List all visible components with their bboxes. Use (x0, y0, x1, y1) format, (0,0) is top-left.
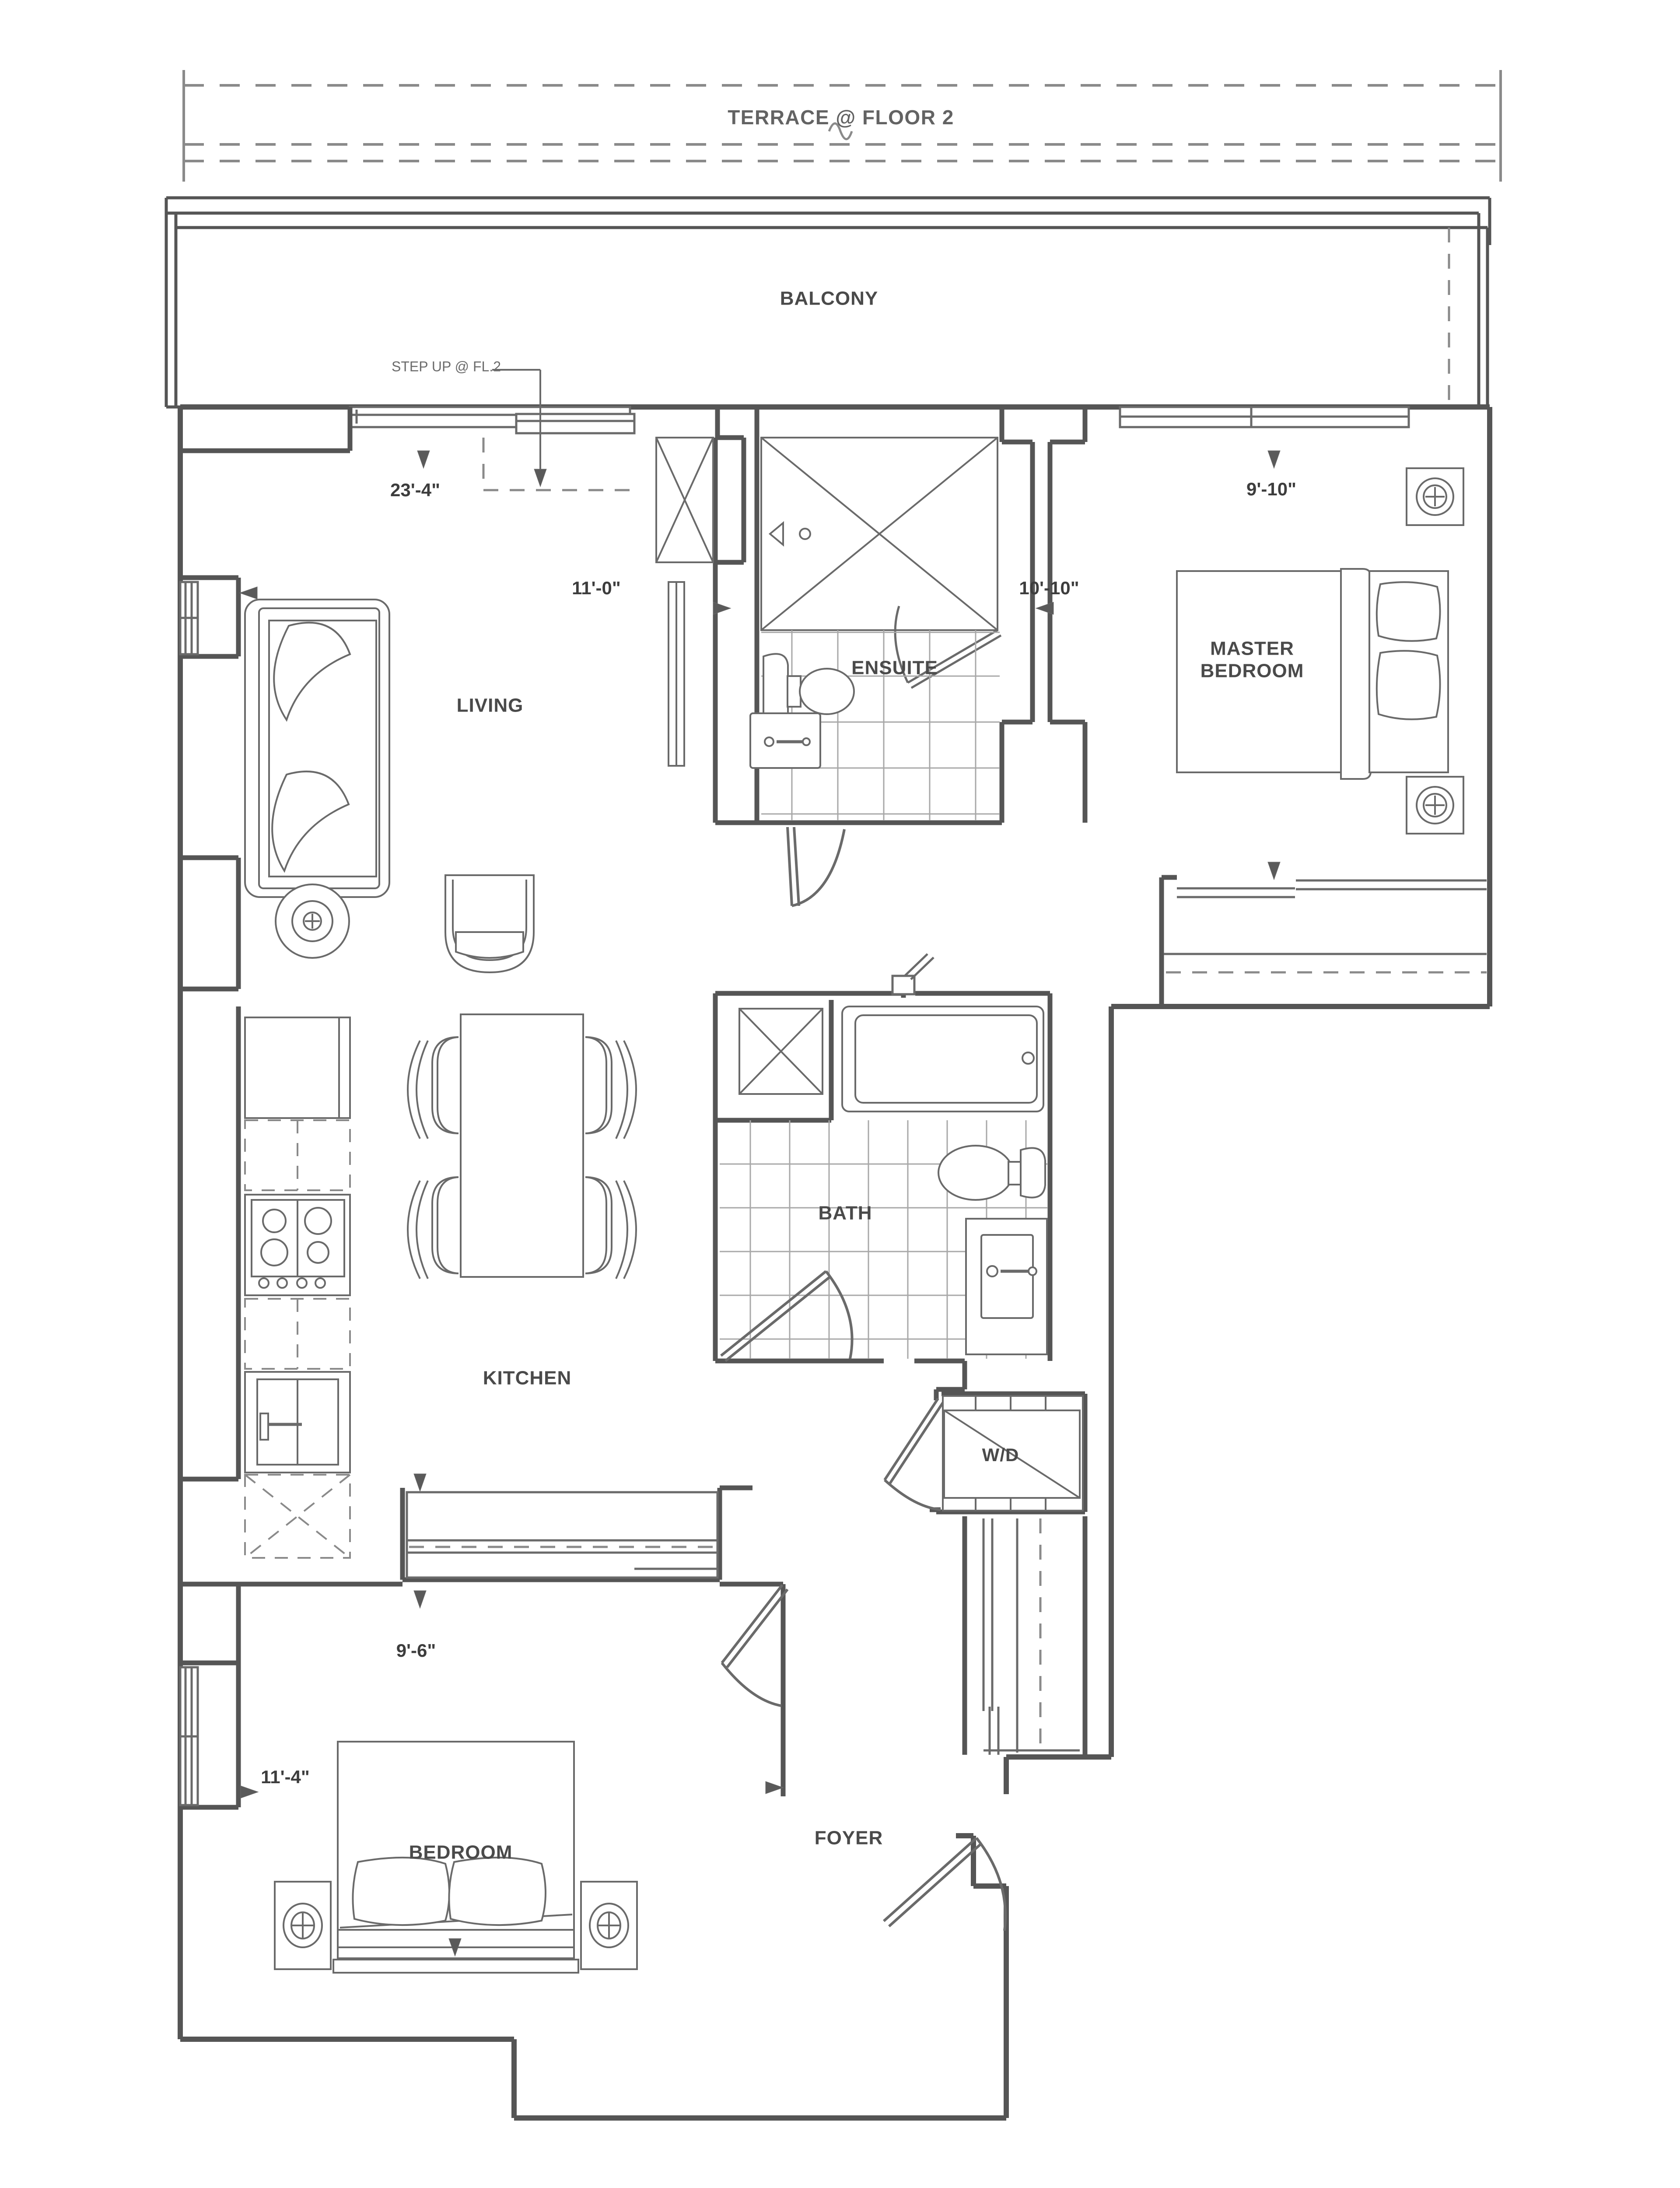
window-living (179, 581, 199, 656)
living-interior-walls (180, 407, 353, 1810)
room-label-bath: BATH (818, 1202, 872, 1224)
bedroom-bed-icon (332, 1741, 579, 1974)
room-label-ensuite: ENSUITE (851, 657, 938, 679)
ensuite-mirror-icon (668, 581, 685, 767)
dimension-living-width: 23'-4" (390, 480, 440, 500)
step-up-leader (492, 369, 541, 475)
room-label-wd: W/D (982, 1444, 1019, 1465)
dimension-bedroom-width: 9'-6" (396, 1640, 436, 1661)
dining-table-icon (460, 1013, 584, 1278)
suite-outer-wall (178, 404, 1492, 2121)
break-symbol (828, 122, 853, 140)
dining-chair-top-right (585, 1036, 637, 1139)
master-sliding-door (1119, 406, 1410, 428)
ensuite-closet-icon (655, 437, 714, 563)
ensuite-door-swing (786, 827, 846, 907)
bath-walls (713, 991, 1053, 1389)
ensuite-shower-door (894, 606, 1002, 689)
kitchen-dishwasher-icon (244, 1474, 351, 1559)
master-bedroom-line1: MASTER (1210, 638, 1294, 659)
ensuite-vanity-icon (749, 712, 821, 769)
living-armchair-icon (444, 874, 535, 974)
master-bed-icon (1176, 568, 1449, 780)
master-nightstand-lamp-bottom (1406, 776, 1464, 835)
master-closet-doors (1164, 879, 1487, 955)
master-closet (1159, 875, 1177, 1006)
step-up-note: STEP UP @ FL.2 (391, 358, 501, 375)
room-label-bedroom: BEDROOM (409, 1841, 513, 1863)
master-bedroom-walls (1047, 407, 1088, 823)
ensuite-shower-icon (760, 437, 998, 631)
foyer-corridor-wall (1004, 1011, 1114, 1794)
dimension-bedroom-depth: 11'-4" (261, 1767, 310, 1787)
master-nightstand-lamp-top (1406, 467, 1464, 526)
living-sofa-icon (244, 599, 390, 898)
terrace-outline-ticks (182, 70, 1502, 182)
bathtub-icon (841, 1006, 1044, 1112)
terrace-outline (184, 84, 1501, 162)
bedroom-nightstand-lamp-right (580, 1881, 638, 1970)
window-bedroom (179, 1666, 199, 1806)
dimension-living-depth: 11'-0" (572, 578, 621, 598)
bath-toilet-icon (938, 1145, 1046, 1201)
foyer-closet-doors (982, 1518, 1080, 1755)
wd-walls (930, 1387, 1088, 1515)
bath-closet-icon (738, 1008, 823, 1095)
room-label-master-bedroom: MASTER BEDROOM (1200, 638, 1304, 682)
dimension-master-width: 9'-10" (1246, 479, 1296, 499)
washer-dryer-icon (942, 1395, 1084, 1511)
terrace-note: TERRACE @ FLOOR 2 (728, 106, 954, 129)
bedroom-nightstand-lamp-left (274, 1881, 332, 1970)
dining-chair-top-left (406, 1036, 459, 1139)
bath-door-swing (720, 1270, 854, 1362)
kitchen-upper-cabinet (244, 1119, 351, 1191)
living-round-table-icon (275, 884, 350, 959)
kitchen-upper-cabinet-2 (244, 1298, 351, 1370)
bedroom-door-swing (721, 1584, 789, 1707)
bedroom-closet-doors (406, 1491, 719, 1579)
dining-chair-bottom-left (406, 1176, 459, 1279)
room-label-balcony: BALCONY (780, 288, 878, 309)
room-label-foyer: FOYER (814, 1827, 883, 1849)
bath-vanity-icon (965, 1218, 1048, 1355)
kitchen-range-icon (244, 1194, 351, 1296)
kitchen-sink-icon (244, 1371, 351, 1473)
room-label-living: LIVING (456, 694, 524, 716)
step-up-marker (482, 438, 634, 491)
kitchen-counter-run (244, 1017, 351, 1119)
bedroom2-walls (180, 1485, 786, 1796)
dimension-ensuite-depth: 10'-10" (1019, 578, 1079, 598)
foyer-closet (962, 1516, 1088, 1755)
room-label-kitchen: KITCHEN (483, 1367, 572, 1389)
wd-bifold-door (883, 1398, 945, 1511)
dining-chair-bottom-right (585, 1176, 637, 1279)
entry-door-swing (882, 1837, 1007, 1931)
bath-vent-stub (891, 953, 934, 996)
master-bedroom-line2: BEDROOM (1200, 660, 1304, 681)
